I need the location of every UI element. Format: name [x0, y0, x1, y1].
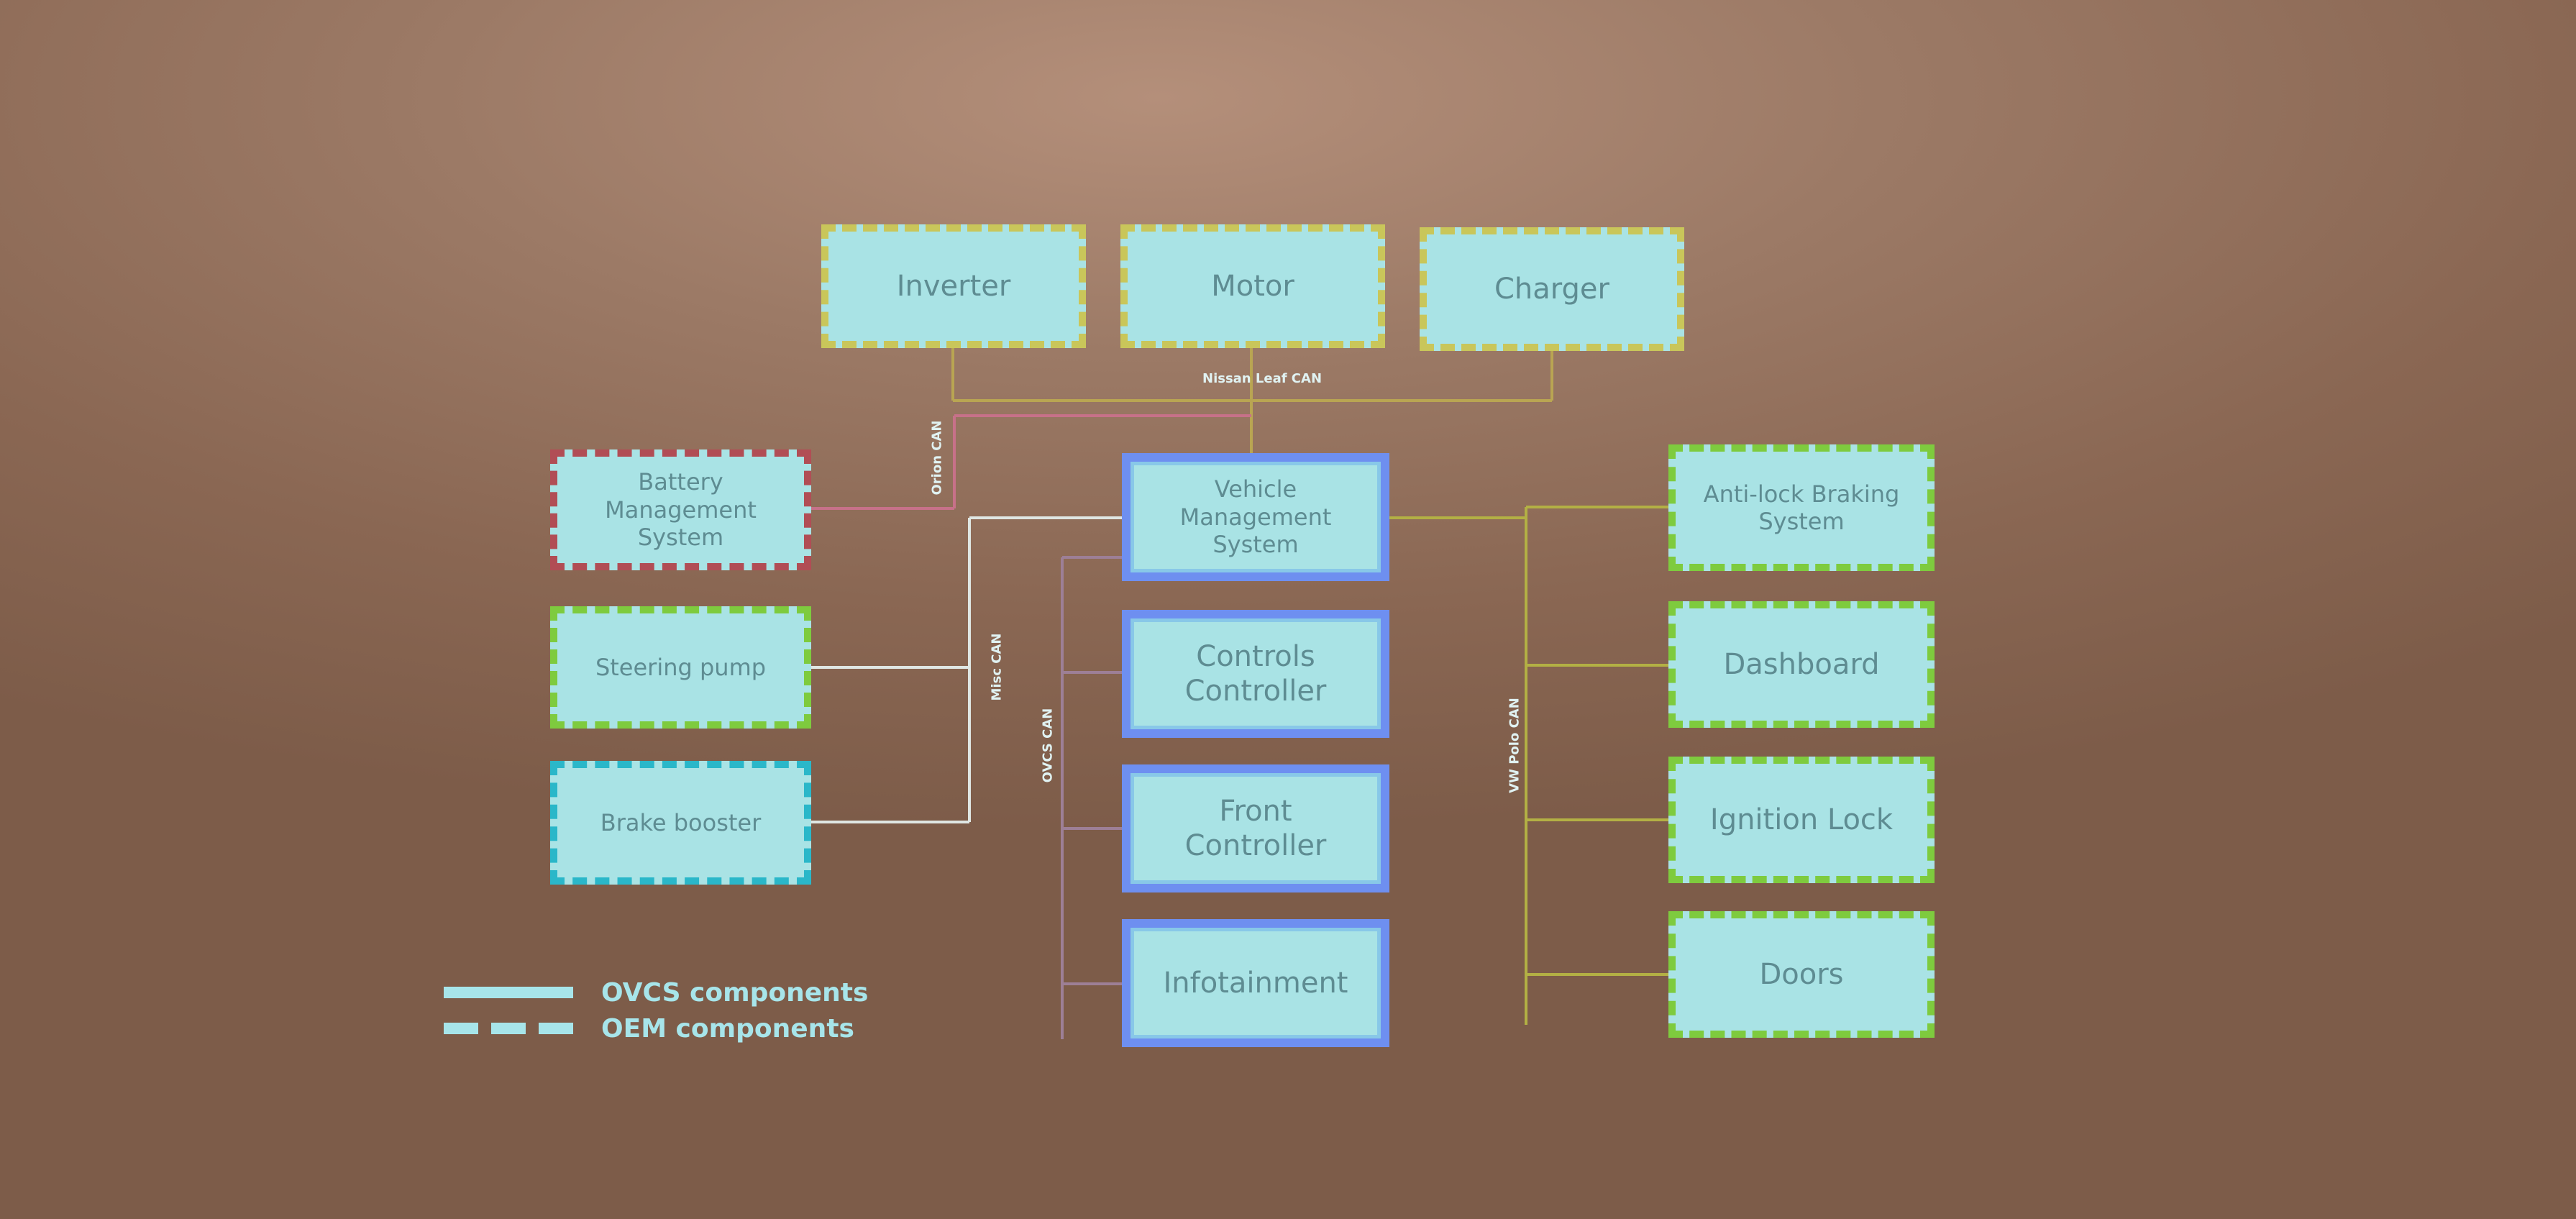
- bms-label-line-2: Management: [605, 496, 757, 524]
- misc-can-label: Misc CAN: [989, 633, 1005, 701]
- doors-node: Doors: [1668, 911, 1935, 1038]
- controls-controller-label-line-1: Controls: [1196, 640, 1315, 673]
- steering-pump-label: Steering pump: [595, 653, 767, 681]
- charger-node: Charger: [1420, 227, 1684, 351]
- front-controller-label-line-2: Controller: [1184, 829, 1327, 862]
- vms-label-line-2: Management: [1179, 503, 1332, 531]
- dashboard-node: Dashboard: [1668, 601, 1935, 728]
- inverter-label: Inverter: [896, 270, 1011, 303]
- doors-label: Doors: [1759, 958, 1844, 991]
- vms-label-line-3: System: [1212, 531, 1299, 559]
- vw-polo-can-label: VW Polo CAN: [1507, 698, 1522, 793]
- motor-label: Motor: [1211, 270, 1294, 303]
- ovcs-can-label: OVCS CAN: [1040, 708, 1056, 783]
- controls-controller-label-line-2: Controller: [1184, 675, 1327, 708]
- legend-ovcs-label: OVCS components: [601, 978, 869, 1008]
- front-controller-label-line-1: Front: [1219, 795, 1292, 828]
- abs-label-line-2: System: [1758, 508, 1845, 535]
- vw-polo-can-bus: [1389, 506, 1668, 1025]
- bms-label-line-1: Battery: [638, 468, 723, 496]
- charger-label: Charger: [1494, 273, 1609, 306]
- nissan-leaf-can-bus: [951, 345, 1553, 453]
- legend-solid-line: [444, 987, 573, 998]
- nissan-leaf-can-label: Nissan Leaf CAN: [1202, 371, 1323, 386]
- infotainment-label: Infotainment: [1163, 967, 1348, 1000]
- orion-can-label: Orion CAN: [929, 420, 945, 496]
- vehicle-management-system-node: Vehicle Management System: [1122, 453, 1389, 581]
- legend-dashed-line: [444, 1023, 573, 1034]
- ovcs-can-bus: [1061, 556, 1122, 1039]
- controls-controller-node: Controls Controller: [1122, 610, 1389, 738]
- battery-management-system-node: Battery Management System: [550, 449, 811, 570]
- abs-label-line-1: Anti-lock Braking: [1703, 480, 1900, 508]
- inverter-node: Inverter: [821, 224, 1086, 348]
- brake-booster-label: Brake booster: [600, 808, 762, 836]
- dashboard-label: Dashboard: [1723, 648, 1880, 681]
- orion-can-bus: [811, 414, 1251, 510]
- motor-node: Motor: [1120, 224, 1385, 348]
- ignition-lock-label: Ignition Lock: [1709, 803, 1894, 836]
- legend-oem-label: OEM components: [601, 1014, 854, 1044]
- steering-pump-node: Steering pump: [550, 606, 811, 729]
- brake-booster-node: Brake booster: [550, 761, 811, 885]
- front-controller-node: Front Controller: [1122, 764, 1389, 892]
- infotainment-node: Infotainment: [1122, 919, 1389, 1047]
- anti-lock-braking-system-node: Anti-lock Braking System: [1668, 444, 1935, 571]
- vms-label-line-1: Vehicle: [1214, 475, 1297, 503]
- misc-can-bus: [811, 516, 1122, 823]
- bms-label-line-3: System: [637, 524, 724, 552]
- ignition-lock-node: Ignition Lock: [1668, 757, 1935, 883]
